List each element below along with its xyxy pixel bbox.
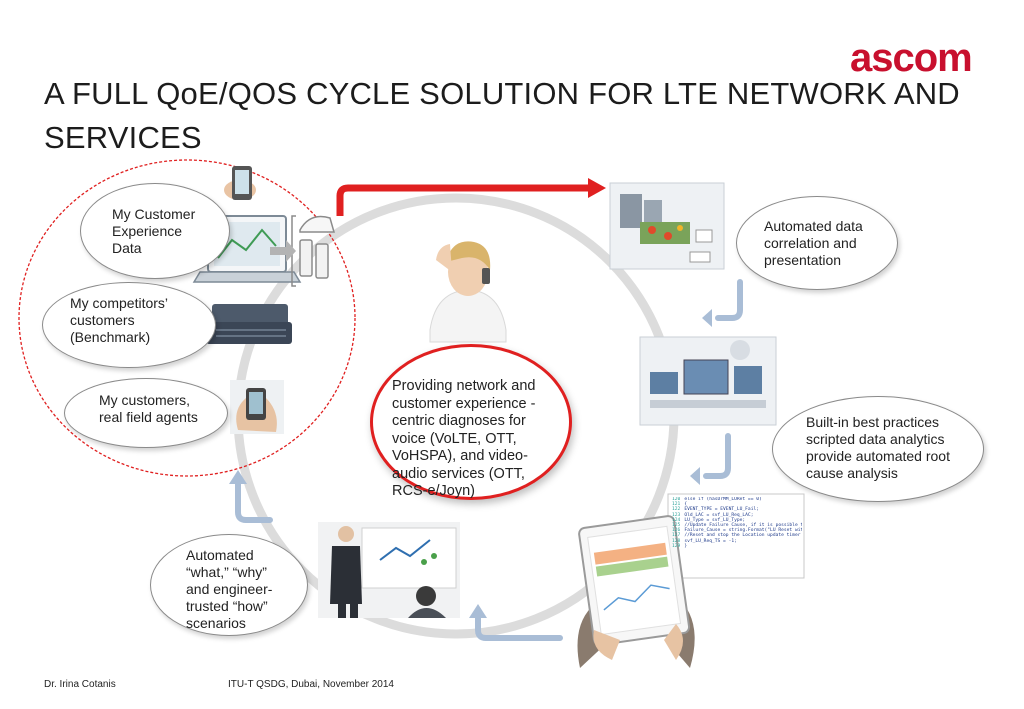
code-line-text: EVENT_TYPE = EVENT_LU_Fail;: [684, 507, 759, 513]
code-line-text: else if (hasDrMM_LURet == 0): [684, 497, 762, 502]
code-line-text: {: [684, 502, 688, 508]
competitors-label: My competitors’ customers (Benchmark): [70, 295, 168, 345]
code-line-number: 120: [672, 497, 681, 502]
code-line-number: 122: [672, 507, 681, 513]
code-line: 125//Update Failure Cause, if it is poss…: [672, 523, 802, 528]
phone-hand-illustration: [224, 166, 256, 200]
code-panel: [667, 493, 805, 579]
benchmark-equipment-illustration: [206, 304, 292, 344]
correlation-bubble: [736, 196, 898, 290]
scenarios-label: Automated “what,” “why” and engineer-tru…: [186, 547, 273, 631]
correlation-label: Automated data correlation and presentat…: [764, 218, 863, 268]
center-solution-bubble: [370, 344, 572, 500]
ascom-logo: ascom: [850, 36, 973, 80]
code-line: 127//Reset and stop the Location update …: [672, 533, 802, 538]
code-line-text: svf_LU_Req_TS = -1;: [684, 538, 737, 544]
code-line-number: 124: [672, 517, 681, 523]
red-flow-arrow: [336, 184, 590, 216]
analyst-workstation-illustration: [639, 336, 777, 426]
footer-event: ITU-T QSDG, Dubai, November 2014: [228, 679, 394, 690]
code-line-text: LU_Type = svf_LU_Type;: [684, 517, 746, 523]
arrow-up-left-icon: [235, 479, 273, 523]
code-line: 121{: [672, 502, 802, 507]
code-line-number: 128: [672, 538, 681, 544]
code-line-text: }: [684, 543, 688, 549]
code-line-number: 127: [672, 533, 681, 539]
arrow-down-2-icon: [703, 433, 731, 479]
best-practices-label: Built-in best practices scripted data an…: [806, 414, 950, 481]
code-line-number: 125: [672, 523, 681, 529]
scenarios-bubble: [150, 534, 308, 636]
center-solution-label: Providing network and customer experienc…: [392, 378, 536, 499]
code-line: 129}: [672, 544, 802, 549]
field-agent-phone-illustration: [230, 380, 284, 434]
code-line-text: Failure_Cause = string.Format("LU Reset …: [684, 528, 802, 534]
red-arrow-head-icon: [588, 178, 606, 198]
woman-on-phone-illustration: [429, 241, 507, 343]
code-line-number: 126: [672, 528, 681, 534]
input-arrow-icon: [270, 240, 296, 262]
blue-cycle-arrows: [235, 279, 743, 641]
customer-experience-bubble: [80, 183, 230, 279]
input-group-circle: [18, 159, 356, 477]
arrow-left-bottom-icon: [475, 613, 563, 641]
competitors-bubble: [42, 282, 216, 368]
code-line-text: //Reset and stop the Location update tim…: [684, 533, 801, 539]
tablet-hands-illustration: [577, 515, 695, 668]
best-practices-bubble: [772, 396, 984, 502]
code-line-text: //Update Failure Cause, if it is possibl…: [684, 523, 802, 529]
correlation-dashboard-illustration: [609, 182, 725, 270]
footer-author: Dr. Irina Cotanis: [44, 679, 116, 690]
code-line-number: 121: [672, 502, 681, 508]
code-line-number: 123: [672, 512, 681, 518]
code-line-text: Old_LAC = svf_LU_Req_LAC;: [684, 512, 754, 518]
code-line-number: 129: [672, 543, 681, 549]
arrow-down-1-icon: [715, 279, 743, 321]
field-agents-label: My customers, real field agents: [99, 392, 198, 425]
customer-experience-label: My Customer Experience Data: [112, 206, 196, 256]
field-agents-bubble: [64, 378, 228, 448]
presenter-scene-illustration: [318, 522, 460, 618]
devices-illustration: [291, 215, 335, 287]
slide-title: A FULL QoE/QOS CYCLE SOLUTION FOR LTE NE…: [44, 76, 960, 155]
